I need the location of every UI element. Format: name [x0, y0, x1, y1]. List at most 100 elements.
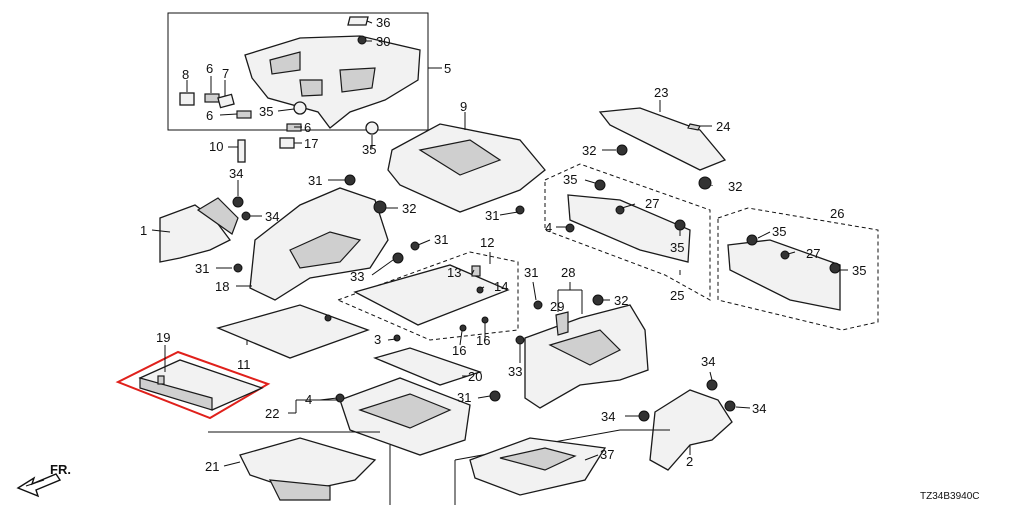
callout-32b: 32 [728, 179, 742, 194]
callout-36: 36 [376, 15, 390, 30]
callout-30: 30 [376, 34, 390, 49]
clip-part-35a [293, 101, 307, 115]
tab-part-36 [347, 16, 369, 26]
callout-31e: 31 [524, 265, 538, 280]
callout-31d: 31 [195, 261, 209, 276]
callout-26: 26 [830, 206, 844, 221]
callout-6c: 6 [304, 120, 311, 135]
callout-3: 3 [374, 332, 381, 347]
callout-32d: 32 [614, 293, 628, 308]
strip-part-10 [237, 139, 246, 163]
clip-part-30 [357, 35, 367, 45]
pad-part-17 [279, 137, 295, 149]
callout-34e: 34 [752, 401, 766, 416]
callout-10: 10 [209, 139, 223, 154]
frame-21 [208, 431, 391, 505]
rear-shelf-part-5 [244, 35, 421, 129]
clip-part-7 [217, 93, 235, 109]
callout-20: 20 [468, 369, 482, 384]
callout-8: 8 [182, 67, 189, 82]
callout-27b: 27 [806, 246, 820, 261]
bracket-part-2 [638, 379, 736, 471]
clip-mat-11 [324, 314, 332, 322]
callout-22: 22 [265, 406, 279, 421]
callout-35a: 35 [259, 104, 273, 119]
callout-16b: 16 [476, 333, 490, 348]
clip-part-16a [459, 324, 467, 332]
callout-35c: 35 [563, 172, 577, 187]
clip-part-6b [236, 110, 252, 119]
callout-31b: 31 [485, 208, 499, 223]
clip-part-24 [687, 123, 701, 131]
callout-35b: 35 [362, 142, 376, 157]
bracket-part-1 [159, 196, 251, 263]
highlight-frame-part-19 [115, 350, 271, 420]
callout-35f: 35 [852, 263, 866, 278]
callout-17: 17 [304, 136, 318, 151]
trunk-side-lining-part-18 [233, 174, 404, 301]
callout-34c: 34 [701, 354, 715, 369]
callout-2: 2 [686, 454, 693, 469]
clip-part-3 [393, 334, 401, 342]
callout-32c: 32 [402, 201, 416, 216]
diagram-code: TZ34B3940C [920, 491, 979, 502]
trunk-side-lining-part-28 [489, 294, 649, 409]
clip-part-6a [204, 93, 220, 103]
callout-13: 13 [447, 265, 461, 280]
sill-trim-part-26 [727, 234, 841, 311]
callout-31a: 31 [308, 173, 322, 188]
callouts: 36 30 5 8 6 7 6 35 6 10 17 35 9 23 24 32… [140, 15, 866, 474]
callout-34a: 34 [229, 166, 243, 181]
callout-9: 9 [460, 99, 467, 114]
callout-31f: 31 [457, 390, 471, 405]
callout-14: 14 [494, 279, 508, 294]
clip-part-16b [481, 316, 489, 324]
screw-part-31c [410, 241, 420, 251]
floor-mat-part-11 [216, 304, 370, 359]
group-box-25 [544, 163, 711, 301]
callout-28: 28 [561, 265, 575, 280]
callout-24: 24 [716, 119, 730, 134]
clip-part-35b [365, 121, 379, 135]
callout-25: 25 [670, 288, 684, 303]
callout-16a: 16 [452, 343, 466, 358]
leader-lines [151, 20, 848, 467]
callout-7: 7 [222, 66, 229, 81]
callout-6b: 6 [206, 108, 213, 123]
callout-19: 19 [156, 330, 170, 345]
callout-12: 12 [480, 235, 494, 250]
callout-18: 18 [215, 279, 229, 294]
callout-4a: 4 [545, 220, 552, 235]
callout-23: 23 [654, 85, 668, 100]
group-box-26 [717, 207, 879, 331]
callout-34d: 34 [601, 409, 615, 424]
callout-21: 21 [205, 459, 219, 474]
side-trim-part-23 [598, 107, 727, 190]
callout-31c: 31 [434, 232, 448, 247]
trunk-tub-part-22 [335, 377, 471, 456]
direction-label: FR. [50, 462, 71, 477]
callout-4b: 4 [305, 392, 312, 407]
cover-part-19 [138, 359, 264, 411]
clip-part-13 [471, 265, 481, 277]
tray-part-20 [373, 347, 483, 386]
pad-part-8 [179, 92, 195, 106]
callout-35d: 35 [670, 240, 684, 255]
callout-37: 37 [600, 447, 614, 462]
clip-part-14 [476, 286, 484, 294]
callout-33a: 33 [350, 269, 364, 284]
callout-11: 11 [237, 357, 251, 372]
tool-tray-part-37 [469, 437, 607, 496]
floor-board-part-12 [353, 264, 510, 326]
front-direction-arrow [16, 473, 62, 498]
spare-tire-tray-part-21 [239, 437, 377, 501]
trunk-upper-trim-part-9 [387, 123, 546, 215]
callout-35e: 35 [772, 224, 786, 239]
callout-6a: 6 [206, 61, 213, 76]
callout-29: 29 [550, 299, 564, 314]
callout-5: 5 [444, 61, 451, 76]
callout-32a: 32 [582, 143, 596, 158]
callout-1: 1 [140, 223, 147, 238]
